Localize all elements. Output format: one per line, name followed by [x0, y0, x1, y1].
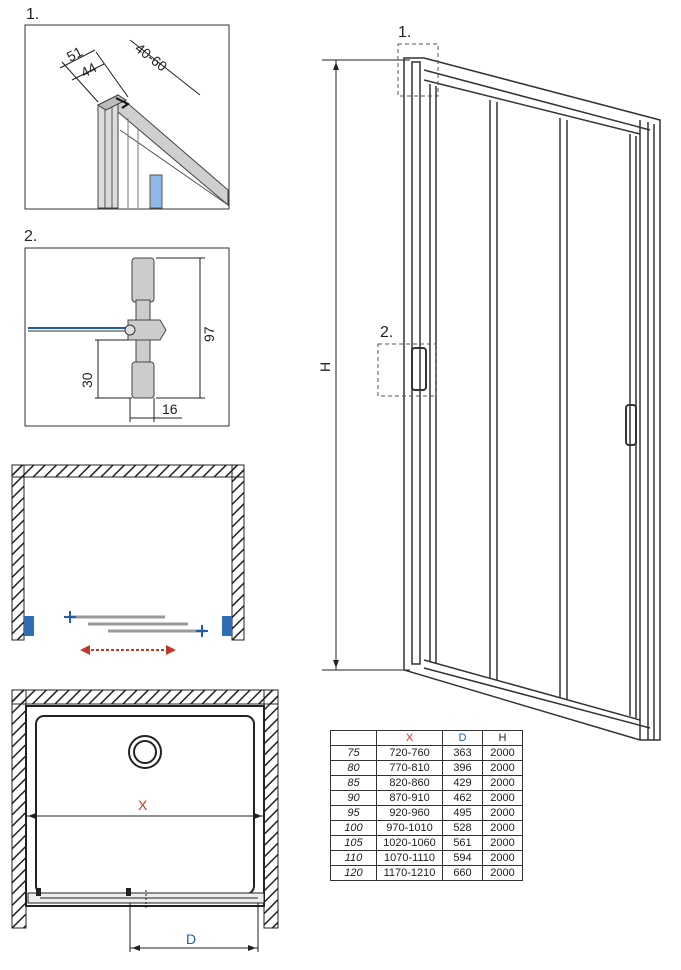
header-d: D	[442, 730, 483, 746]
wall-profile-right	[222, 616, 232, 636]
plan-d-label: D	[186, 931, 196, 947]
cell-x: 770-810	[376, 760, 443, 776]
elevation-label-2: 2.	[380, 324, 394, 341]
wall-profile-left	[24, 616, 34, 636]
header-model	[330, 730, 377, 746]
cell-d: 594	[442, 850, 483, 866]
cell-h: 2000	[482, 850, 523, 866]
cell-model: 90	[330, 790, 377, 806]
cell-h: 2000	[482, 790, 523, 806]
header-h: H	[482, 730, 523, 746]
handle-left	[411, 347, 427, 391]
dim-16: 16	[162, 401, 178, 417]
cell-d: 396	[442, 760, 483, 776]
cell-model: 75	[330, 745, 377, 761]
cell-model: 80	[330, 760, 377, 776]
cell-x: 1070-1110	[376, 850, 443, 866]
cell-d: 363	[442, 745, 483, 761]
header-x: X	[376, 730, 443, 746]
cell-h: 2000	[482, 745, 523, 761]
cell-x: 870-910	[376, 790, 443, 806]
cell-d: 660	[442, 865, 483, 881]
cell-x: 1170-1210	[376, 865, 443, 881]
cell-model: 105	[330, 835, 377, 851]
detail-2-marker	[377, 343, 437, 397]
cell-h: 2000	[482, 820, 523, 836]
cell-h: 2000	[482, 835, 523, 851]
detail-2-label: 2.	[24, 228, 38, 245]
cell-model: 95	[330, 805, 377, 821]
cell-h: 2000	[482, 865, 523, 881]
drain-icon	[128, 735, 162, 769]
cell-d: 429	[442, 775, 483, 791]
cell-h: 2000	[482, 805, 523, 821]
cell-x: 970-1010	[376, 820, 443, 836]
detail-1-marker	[397, 43, 439, 97]
screw-icon	[115, 97, 130, 109]
cell-x: 920-960	[376, 805, 443, 821]
cell-model: 100	[330, 820, 377, 836]
cell-model: 120	[330, 865, 377, 881]
dim-30: 30	[79, 372, 95, 388]
cell-d: 462	[442, 790, 483, 806]
cell-h: 2000	[482, 775, 523, 791]
cell-d: 495	[442, 805, 483, 821]
cell-d: 528	[442, 820, 483, 836]
cell-x: 820-860	[376, 775, 443, 791]
cell-h: 2000	[482, 760, 523, 776]
cell-x: 1020-1060	[376, 835, 443, 851]
plan-x-label: X	[138, 797, 148, 813]
dim-97: 97	[201, 326, 217, 342]
table-header-row: X D H	[330, 730, 523, 746]
height-label: H	[317, 362, 333, 372]
cell-model: 85	[330, 775, 377, 791]
handle-right	[625, 404, 637, 446]
cell-model: 110	[330, 850, 377, 866]
dim-44: 44	[78, 59, 99, 81]
elevation-label-1: 1.	[398, 24, 412, 41]
cell-d: 561	[442, 835, 483, 851]
dim-51: 51	[64, 43, 85, 65]
detail-1-label: 1.	[26, 6, 40, 23]
cell-x: 720-760	[376, 745, 443, 761]
